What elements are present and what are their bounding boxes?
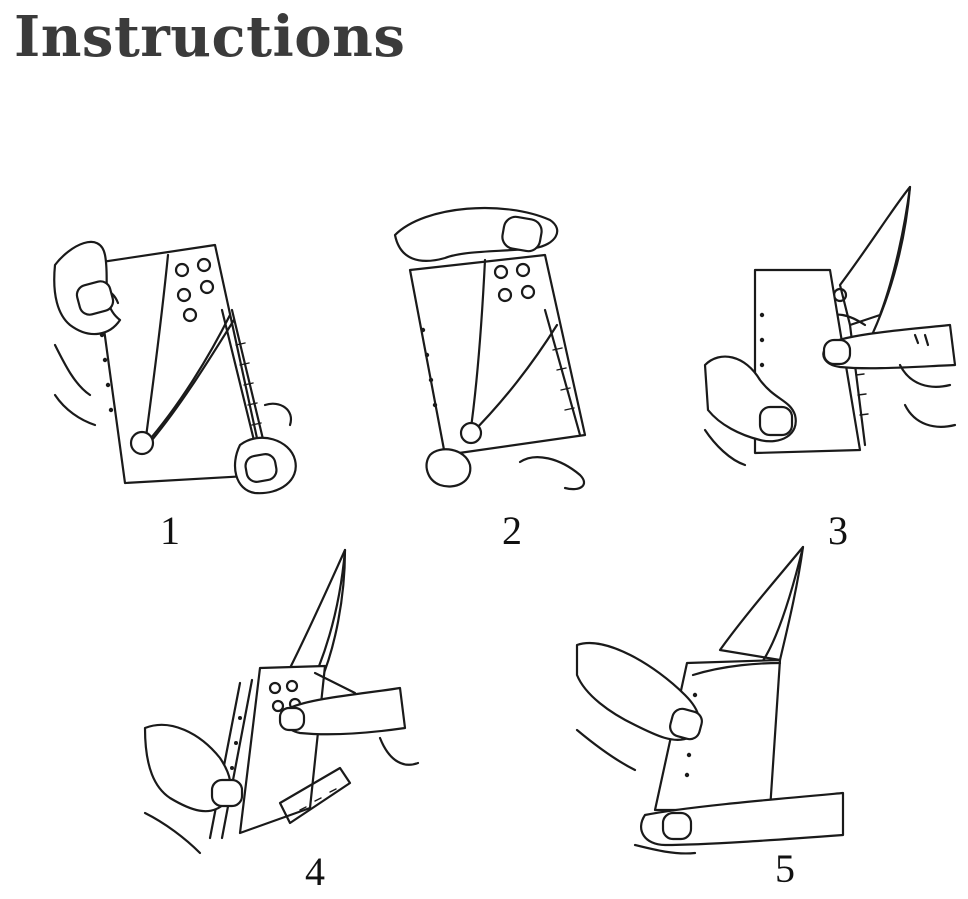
step-1-illustration: 1	[50, 225, 300, 553]
step-number: 2	[502, 508, 522, 553]
blade-icon	[703, 185, 957, 467]
card-knife-icon	[53, 240, 297, 495]
page-title: Instructions	[14, 4, 406, 70]
step-5-illustration: 5	[575, 545, 845, 895]
step-3-illustration: 3	[700, 185, 960, 553]
blade-icon	[143, 548, 420, 855]
step-2-illustration: 2	[385, 200, 605, 553]
step-number: 3	[828, 508, 848, 553]
step-4-illustration: 4	[140, 548, 420, 894]
step-number: 4	[305, 849, 325, 894]
step-number: 1	[160, 508, 180, 553]
step-number: 5	[775, 846, 795, 891]
blade-icon	[575, 545, 845, 855]
card-knife-icon	[393, 206, 587, 491]
